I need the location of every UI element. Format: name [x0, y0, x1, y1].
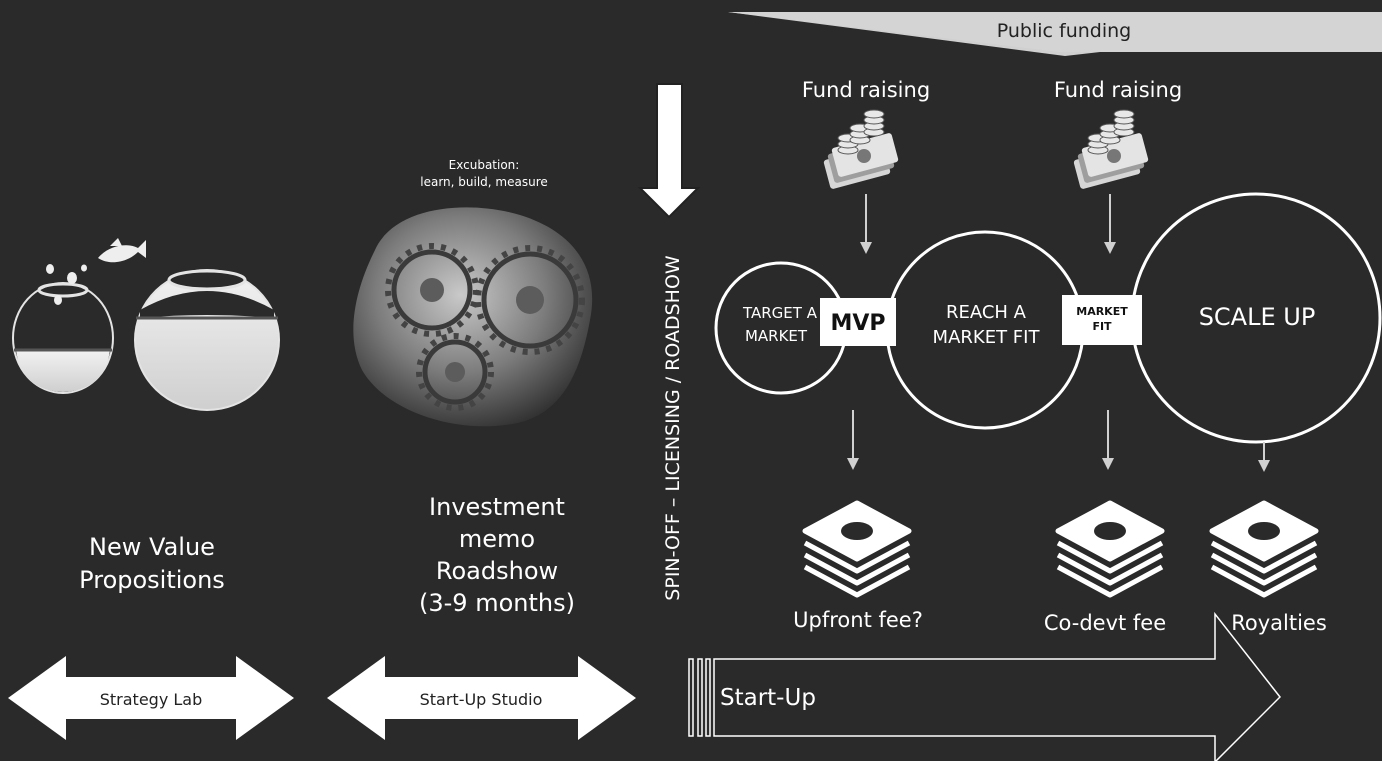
excubation-subtitle: learn, build, measure: [420, 175, 548, 189]
upfront-fee-label: Upfront fee?: [793, 608, 923, 632]
value-propositions-label-2: Propositions: [79, 566, 225, 594]
public-funding-label: Public funding: [997, 20, 1131, 42]
mvp-box: [820, 298, 896, 346]
market-fit-box: [1062, 295, 1142, 345]
spinoff-licensing-label: SPIN-OFF – LICENSING / ROADSHOW: [662, 255, 684, 601]
arrow-down-icon: [1258, 442, 1270, 472]
target-market-label-1: TARGET A: [742, 304, 818, 322]
fish-icon: [98, 238, 146, 263]
market-fit-label-1: MARKET: [1076, 305, 1128, 318]
startup-label: Start-Up: [720, 685, 816, 711]
fund-raising-label-2: Fund raising: [1054, 78, 1182, 102]
spinoff-arrow-icon: [637, 83, 701, 219]
reach-market-label-1: REACH A: [946, 302, 1027, 323]
fishbowl-large-icon: [134, 269, 280, 411]
scale-up-label: SCALE UP: [1199, 303, 1316, 331]
arrow-down-icon: [1104, 194, 1116, 254]
mvp-label: MVP: [830, 311, 885, 336]
cash-stack-icon: [1209, 500, 1319, 598]
target-market-label-2: MARKET: [745, 327, 808, 345]
startup-arrow: [688, 611, 1282, 761]
cash-stack-icon: [1055, 500, 1165, 598]
startup-studio-label: Start-Up Studio: [420, 690, 543, 709]
reach-market-label-2: MARKET FIT: [933, 327, 1041, 348]
investment-label-3: Roadshow: [436, 557, 558, 585]
money-coins-icon: [1073, 109, 1149, 189]
gears-image: [353, 207, 593, 427]
arrow-down-icon: [1102, 410, 1114, 470]
fishbowl-small-icon: [12, 282, 114, 394]
strategy-lab-arrow: Strategy Lab: [8, 656, 294, 740]
investment-label-1: Investment: [429, 493, 565, 521]
public-funding-banner: Public funding: [728, 12, 1382, 56]
arrow-down-icon: [860, 194, 872, 254]
money-coins-icon: [823, 109, 899, 189]
water-drops-icon: [46, 264, 87, 305]
market-fit-label-2: FIT: [1092, 320, 1112, 333]
value-propositions-label-1: New Value: [89, 533, 215, 561]
startup-studio-arrow: Start-Up Studio: [327, 656, 636, 740]
arrow-down-icon: [847, 410, 859, 470]
fund-raising-label-1: Fund raising: [802, 78, 930, 102]
strategy-lab-label: Strategy Lab: [100, 690, 203, 709]
codevt-fee-label: Co-devt fee: [1044, 611, 1166, 635]
investment-label-4: (3-9 months): [419, 589, 575, 617]
cash-stack-icon: [802, 500, 912, 598]
excubation-title: Excubation:: [449, 158, 520, 172]
investment-label-2: memo: [459, 525, 535, 553]
royalties-label: Royalties: [1231, 611, 1327, 635]
